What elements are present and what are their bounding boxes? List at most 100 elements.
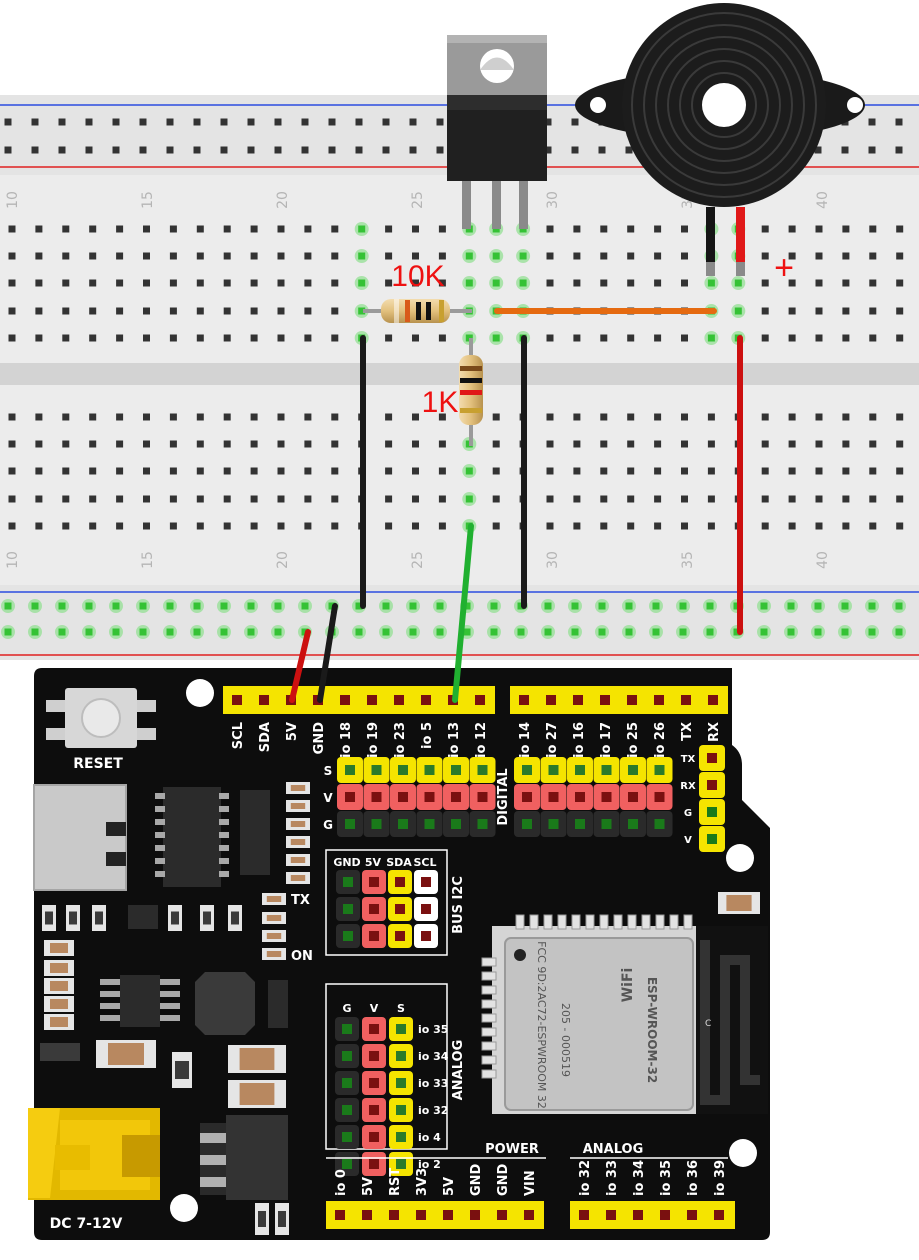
- power-pin-label: io 0: [334, 1169, 349, 1196]
- svg-row-label: V: [323, 791, 333, 805]
- esp32-name: ESP-WROOM-32: [645, 977, 659, 1083]
- buzzer-plus-sign: +: [774, 249, 794, 287]
- power-ic: [100, 975, 180, 1027]
- dc-power-jack: [28, 1108, 160, 1200]
- analog-pin-label: io 33: [605, 1160, 620, 1196]
- analog-pin-label: io 34: [632, 1160, 647, 1196]
- power-pin-label: 5V: [442, 1177, 457, 1196]
- top-pin-label: RX: [707, 722, 722, 742]
- column-number: 15: [140, 551, 156, 569]
- tx-led-label: TX: [291, 893, 310, 908]
- power-pin-label: RST: [388, 1168, 403, 1196]
- top-pin-label: io 18: [339, 722, 354, 758]
- top-pin-label: io 27: [545, 722, 560, 758]
- analog-block-header: G: [342, 1002, 351, 1015]
- top-pin-label: SDA: [258, 722, 273, 752]
- resistor-1k: [459, 338, 483, 446]
- column-number: 10: [5, 551, 21, 569]
- uart-side-label: TX: [681, 754, 696, 765]
- uart-side-label: RX: [680, 781, 696, 792]
- column-number: 15: [140, 191, 156, 209]
- smd-components: [40, 782, 760, 1235]
- svg-row-label: S: [324, 764, 333, 778]
- top-pin-label: SCL: [231, 722, 246, 749]
- top-pin-label: io 5: [420, 722, 435, 749]
- analog-block-header: S: [397, 1002, 405, 1015]
- top-pin-label: io 14: [518, 722, 533, 758]
- controller-board: RESET DC 7-12V: [28, 668, 770, 1240]
- resistor-10k-label: 10K: [391, 260, 444, 293]
- top-pin-label: GND: [312, 722, 327, 755]
- antenna-mark: C: [705, 1019, 711, 1029]
- analog-pin-label: io 35: [659, 1160, 674, 1196]
- top-pin-label: io 12: [474, 722, 489, 758]
- usb-uart-chip: [155, 787, 229, 887]
- analog-block-pin: io 4: [418, 1131, 441, 1144]
- analog-block-pin: io 33: [418, 1077, 448, 1090]
- i2c-title: BUS I2C: [451, 876, 466, 934]
- power-pin-label: VIN: [523, 1170, 538, 1196]
- analog-block-pin: io 34: [418, 1050, 449, 1063]
- power-pin-label: GND: [496, 1163, 511, 1196]
- column-number: 20: [275, 551, 291, 569]
- column-number: 30: [545, 551, 561, 569]
- reset-button[interactable]: [46, 688, 156, 748]
- usb-c-port: [33, 784, 127, 891]
- top-pin-label: 5V: [285, 722, 300, 741]
- analog-block-pin: io 32: [418, 1104, 448, 1117]
- to220-component: [447, 35, 547, 229]
- wire-black-gnd: [317, 603, 338, 703]
- buzzer: [575, 3, 865, 276]
- power-pin-label: 3V3: [415, 1168, 430, 1196]
- uart-side-label: G: [684, 808, 692, 819]
- power-pin-label: GND: [469, 1163, 484, 1196]
- column-number: 25: [410, 191, 426, 209]
- reset-label: RESET: [73, 756, 123, 772]
- board-headers: [223, 686, 735, 1229]
- digital-label: DIGITAL: [496, 768, 511, 825]
- column-number: 25: [410, 551, 426, 569]
- analog-block-pin: io 2: [418, 1158, 441, 1171]
- analog-block-header: V: [370, 1002, 379, 1015]
- analog-pin-label: io 39: [713, 1160, 728, 1196]
- i2c-header-label: SDA: [386, 856, 412, 869]
- top-pin-label: io 23: [393, 722, 408, 758]
- analog-block-title: ANALOG: [451, 1040, 466, 1101]
- resistor-1k-label: 1K: [422, 386, 459, 419]
- analog-header-title: ANALOG: [583, 1142, 644, 1157]
- resistor-10k: [363, 299, 472, 323]
- wire-green-io13: [452, 523, 474, 703]
- esp32-wifi-mark: WiFi: [620, 968, 636, 1003]
- uart-side-label: V: [684, 835, 692, 846]
- esp32-fcc: FCC 9D:2AC72-ESPWROOM 32: [535, 941, 548, 1109]
- top-pin-label: io 25: [626, 722, 641, 758]
- analog-block-pin: io 35: [418, 1023, 448, 1036]
- column-numbers-bottom: 10 15 20 25 30 35 40: [5, 551, 831, 569]
- top-pin-label: io 13: [447, 722, 462, 758]
- i2c-header-label: SCL: [413, 856, 436, 869]
- top-pin-label: io 19: [366, 722, 381, 758]
- power-pin-label: 5V: [361, 1177, 376, 1196]
- column-number: 35: [680, 551, 696, 569]
- top-pin-label: io 16: [572, 722, 587, 758]
- top-pin-label: io 26: [653, 722, 668, 758]
- inductor: [195, 972, 255, 1035]
- i2c-header-label: 5V: [365, 856, 382, 869]
- board-regulator: [200, 1115, 288, 1200]
- column-number: 10: [5, 191, 21, 209]
- top-pin-label: TX: [680, 722, 695, 741]
- column-number: 40: [815, 551, 831, 569]
- esp32-cert: 205 - 000519: [559, 1003, 572, 1077]
- svg-row-label: G: [323, 818, 333, 832]
- wire-red-5v: [289, 629, 311, 703]
- esp32-module: [481, 914, 768, 1114]
- power-header-title: POWER: [485, 1142, 539, 1157]
- column-number: 20: [275, 191, 291, 209]
- i2c-header-label: GND: [333, 856, 360, 869]
- analog-pin-label: io 32: [578, 1160, 593, 1196]
- power-jack-label: DC 7-12V: [50, 1216, 123, 1232]
- on-led-label: ON: [291, 949, 313, 964]
- analog-pin-label: io 36: [686, 1160, 701, 1196]
